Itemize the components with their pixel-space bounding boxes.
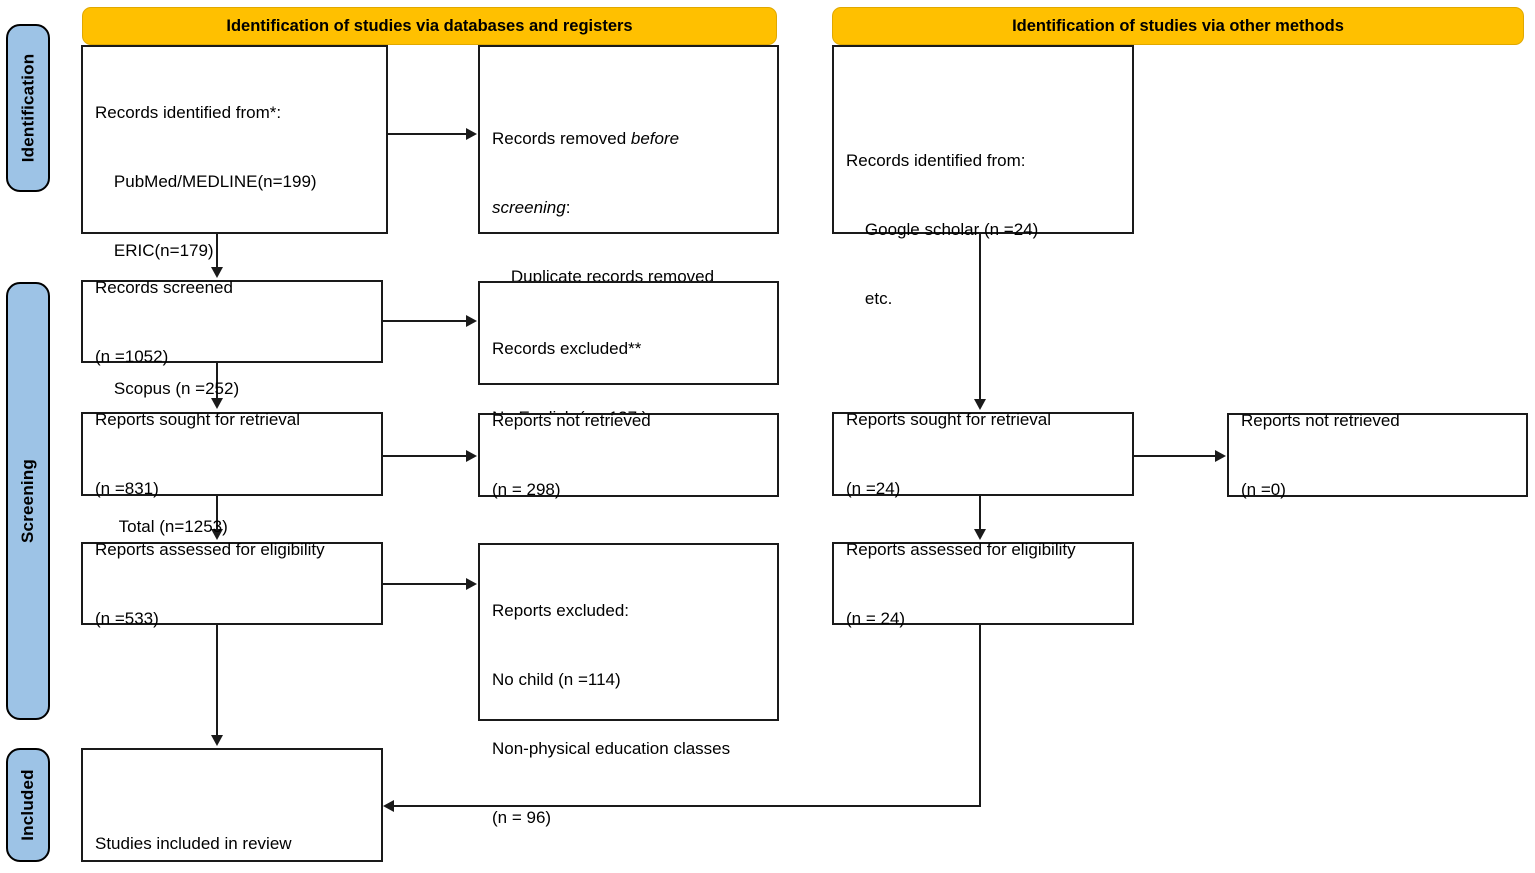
section-header-databases-label: Identification of studies via databases … xyxy=(226,16,633,35)
box-studies-included-text: Studies included in review (n = 217) xyxy=(95,834,292,853)
connector-screened-to-excluded xyxy=(383,320,466,322)
connector-sought-left-to-assessed-left xyxy=(216,496,218,529)
box-reports-sought-right: Reports sought for retrieval (n =24) xyxy=(832,410,1134,498)
stage-label-included: Included xyxy=(18,769,37,841)
box-reports-sought-left: Reports sought for retrieval (n =831) xyxy=(81,410,383,498)
box-reports-not-retrieved-right: Reports not retrieved (n =0) xyxy=(1227,411,1528,499)
connector-assessed-left-to-excluded-left xyxy=(383,583,466,585)
connector-identified-to-removed xyxy=(388,133,466,135)
stage-label-screening: Screening xyxy=(18,459,37,543)
arrowhead-assessed-left-to-excluded-left xyxy=(466,578,477,590)
box-records-removed: Records removed before screening: Duplic… xyxy=(478,45,779,355)
box-reports-not-retrieved-left-text: Reports not retrieved (n = 298) xyxy=(492,411,651,499)
connector-sought-left-to-not-retrieved xyxy=(383,455,466,457)
box-reports-assessed-left-text: Reports assessed for eligibility (n =533… xyxy=(95,539,325,628)
connector-other-to-sought-right xyxy=(979,234,981,399)
arrowhead-sought-left-to-not-retrieved xyxy=(466,450,477,462)
connector-screened-to-sought-left xyxy=(216,363,218,398)
stage-pill-screening: Screening xyxy=(6,282,50,720)
connector-identified-to-screened xyxy=(216,234,218,267)
box-records-screened: Records screened (n =1052) xyxy=(81,278,383,366)
connector-assessed-right-down xyxy=(979,625,981,807)
box-reports-assessed-right-text: Reports assessed for eligibility (n = 24… xyxy=(846,539,1076,628)
stage-label-identification: Identification xyxy=(18,53,38,163)
box-reports-assessed-right: Reports assessed for eligibility (n = 24… xyxy=(832,540,1134,628)
arrowhead-identified-to-screened xyxy=(211,267,223,278)
box-other-identified-text: Records identified from: Google scholar … xyxy=(846,151,1039,308)
arrowhead-identified-to-removed xyxy=(466,128,477,140)
arrowhead-assessed-left-to-included xyxy=(211,735,223,746)
box-reports-not-retrieved-right-text: Reports not retrieved (n =0) xyxy=(1241,411,1400,499)
arrowhead-screened-to-sought-left xyxy=(211,398,223,409)
connector-sought-right-to-not-retrieved-right xyxy=(1134,455,1215,457)
box-reports-excluded-left-text: Reports excluded: No child (n =114) Non-… xyxy=(492,601,731,827)
stage-pill-included: Included xyxy=(6,748,50,862)
stage-pill-identification: Identification xyxy=(6,24,50,192)
section-header-other-methods: Identification of studies via other meth… xyxy=(832,7,1524,45)
connector-assessed-right-to-included xyxy=(394,805,981,807)
arrowhead-assessed-right-to-included xyxy=(383,800,394,812)
box-studies-included: Studies included in review (n = 217) xyxy=(81,748,383,862)
box-records-identified: Records identified from*: PubMed/MEDLINE… xyxy=(81,45,388,536)
box-records-screened-text: Records screened (n =1052) xyxy=(95,277,233,366)
section-header-databases: Identification of studies via databases … xyxy=(82,7,777,45)
arrowhead-other-to-sought-right xyxy=(974,399,986,410)
connector-sought-right-to-assessed-right xyxy=(979,496,981,529)
section-header-other-methods-label: Identification of studies via other meth… xyxy=(1012,16,1344,35)
box-reports-not-retrieved-left: Reports not retrieved (n = 298) xyxy=(478,411,779,499)
arrowhead-screened-to-excluded xyxy=(466,315,477,327)
connector-assessed-left-to-included xyxy=(216,625,218,735)
arrowhead-sought-right-to-assessed-right xyxy=(974,529,986,540)
arrowhead-sought-right-to-not-retrieved-right xyxy=(1215,450,1226,462)
box-reports-sought-right-text: Reports sought for retrieval (n =24) xyxy=(846,410,1052,498)
box-reports-sought-left-text: Reports sought for retrieval (n =831) xyxy=(95,410,301,498)
arrowhead-sought-left-to-assessed-left xyxy=(211,529,223,540)
box-reports-excluded-left: Reports excluded: No child (n =114) Non-… xyxy=(478,543,779,827)
box-other-identified: Records identified from: Google scholar … xyxy=(832,45,1134,308)
box-reports-assessed-left: Reports assessed for eligibility (n =533… xyxy=(81,540,383,628)
